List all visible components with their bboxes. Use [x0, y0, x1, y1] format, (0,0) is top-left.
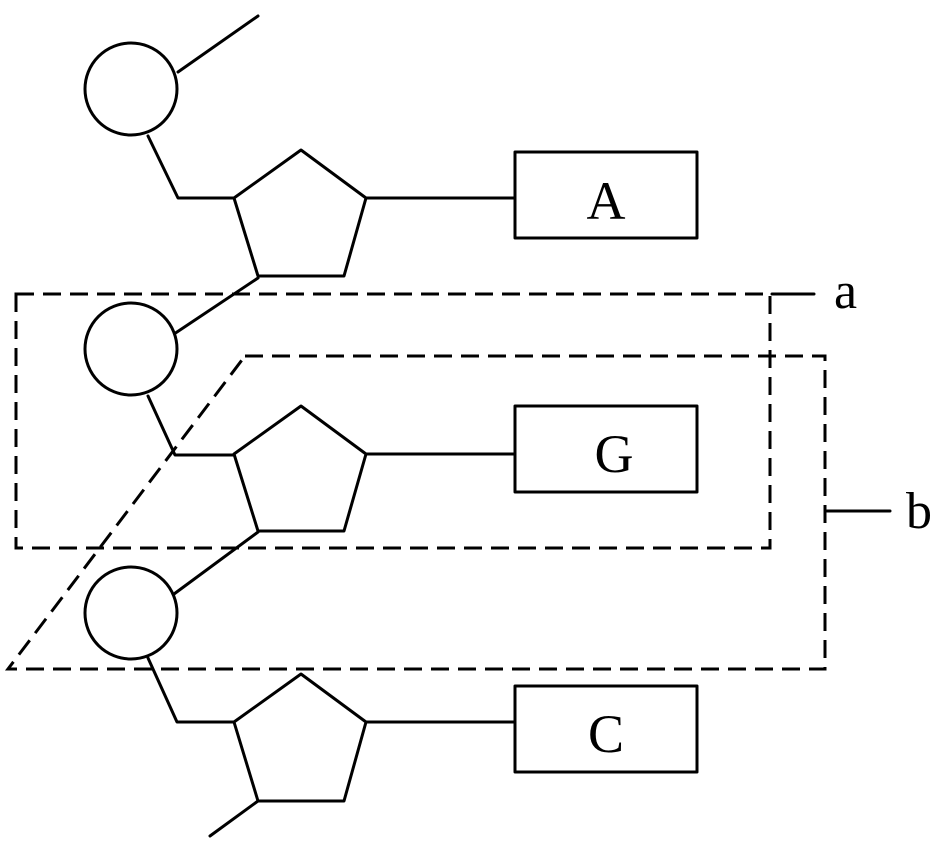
- chain-end-top: [176, 14, 260, 74]
- chain-end-bottom: [208, 799, 260, 838]
- base-box-1: [513, 150, 699, 240]
- sugar-phosphate-bond-2: [172, 530, 260, 596]
- phosphate-sugar-bond-3: [146, 656, 236, 724]
- base-label-1: A: [587, 171, 626, 231]
- base-box-3: [513, 684, 699, 774]
- base-label-2: G: [595, 424, 634, 484]
- base-box-2: [513, 404, 699, 494]
- phosphate-sugar-bond-2: [146, 394, 236, 457]
- sugar-pentagon-3: [232, 672, 368, 803]
- sugar-pentagon-2: [232, 404, 368, 533]
- sugar-phosphate-bond-1: [172, 276, 260, 336]
- phosphate-circle-2: [83, 301, 179, 397]
- region-a-label: a: [834, 263, 857, 320]
- base-label-3: C: [588, 704, 624, 764]
- region-b-dashed-box: [4, 354, 827, 671]
- region-b-label: b: [906, 483, 932, 540]
- sugar-pentagon-1: [232, 148, 368, 278]
- region-a-dashed-box: [14, 292, 772, 550]
- phosphate-sugar-bond-1: [146, 134, 236, 200]
- phosphate-circle-3: [83, 565, 179, 661]
- phosphate-circle-1: [83, 41, 179, 137]
